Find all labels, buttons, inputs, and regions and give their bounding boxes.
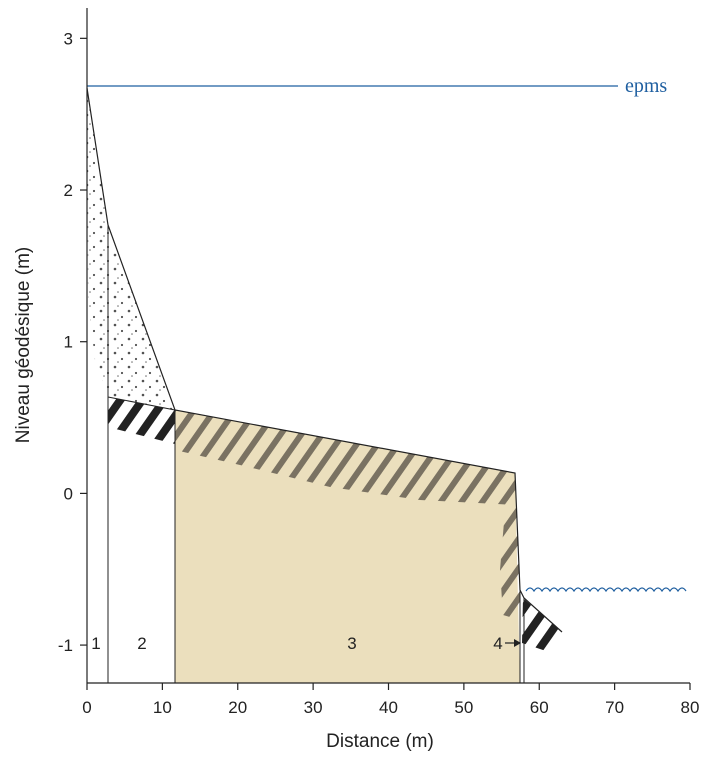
zone4-arrowhead [514, 639, 521, 647]
x-tick-label: 50 [454, 698, 473, 717]
hatched-band-scarp [500, 473, 520, 620]
y-tick-label: 1 [64, 333, 73, 352]
water-surface-line [525, 587, 687, 593]
zone-label-3: 3 [347, 634, 356, 653]
zone-labels: 1 2 3 4 [91, 634, 502, 653]
y-tick-label: -1 [58, 636, 73, 655]
y-tick-label: 2 [64, 181, 73, 200]
zone2-top-line [107, 396, 176, 411]
hatched-band-zone3 [175, 410, 515, 505]
x-axis-title: Distance (m) [326, 731, 434, 752]
x-tick-label: 20 [228, 698, 247, 717]
dotted-sand-region [87, 88, 175, 410]
x-tick-label: 40 [379, 698, 398, 717]
hatched-band-toe [522, 598, 562, 653]
y-tick-label: 3 [64, 29, 73, 48]
beach-profile-line [86, 87, 563, 633]
hatched-band-zone2 [108, 397, 175, 444]
zone-label-2: 2 [137, 634, 146, 653]
y-tick-label: 0 [64, 484, 73, 503]
epms-label: epms [625, 75, 667, 97]
y-axis-ticks: -1 0 1 2 3 [58, 29, 87, 655]
x-tick-label: 10 [153, 698, 172, 717]
y-axis-title: Niveau géodésique (m) [13, 247, 34, 443]
zone-label-4: 4 [493, 634, 502, 653]
zone-label-1: 1 [91, 634, 100, 653]
x-tick-label: 30 [304, 698, 323, 717]
x-tick-label: 80 [681, 698, 700, 717]
x-tick-label: 0 [82, 698, 91, 717]
x-tick-label: 60 [530, 698, 549, 717]
x-tick-label: 70 [605, 698, 624, 717]
x-axis-ticks: 0 10 20 30 40 50 60 70 80 [82, 683, 699, 717]
